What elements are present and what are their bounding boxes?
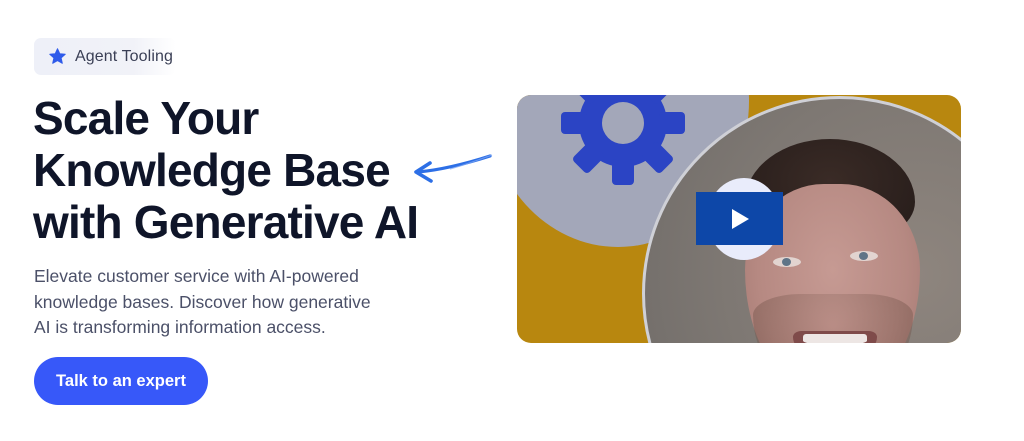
portrait-eye-left <box>773 257 801 267</box>
page-title: Scale Your Knowledge Base with Generativ… <box>33 92 503 248</box>
video-thumbnail[interactable] <box>517 95 961 343</box>
talk-to-expert-button[interactable]: Talk to an expert <box>34 357 208 405</box>
portrait-smile <box>793 331 877 343</box>
title-line-3: with Generative AI <box>33 196 419 248</box>
play-button-box[interactable] <box>696 192 783 245</box>
badge-label: Agent Tooling <box>75 47 173 65</box>
play-button[interactable] <box>696 178 796 263</box>
portrait-eye-right <box>850 251 878 261</box>
title-line-1: Scale Your <box>33 92 259 144</box>
hand-drawn-arrow-left-icon <box>414 154 493 183</box>
hero-description: Elevate customer service with AI-powered… <box>34 266 371 337</box>
category-badge: Agent Tooling <box>34 38 176 75</box>
play-icon <box>731 208 749 229</box>
title-line-2: Knowledge Base <box>33 144 391 196</box>
gear-icon <box>561 95 685 185</box>
star-icon <box>49 48 66 64</box>
